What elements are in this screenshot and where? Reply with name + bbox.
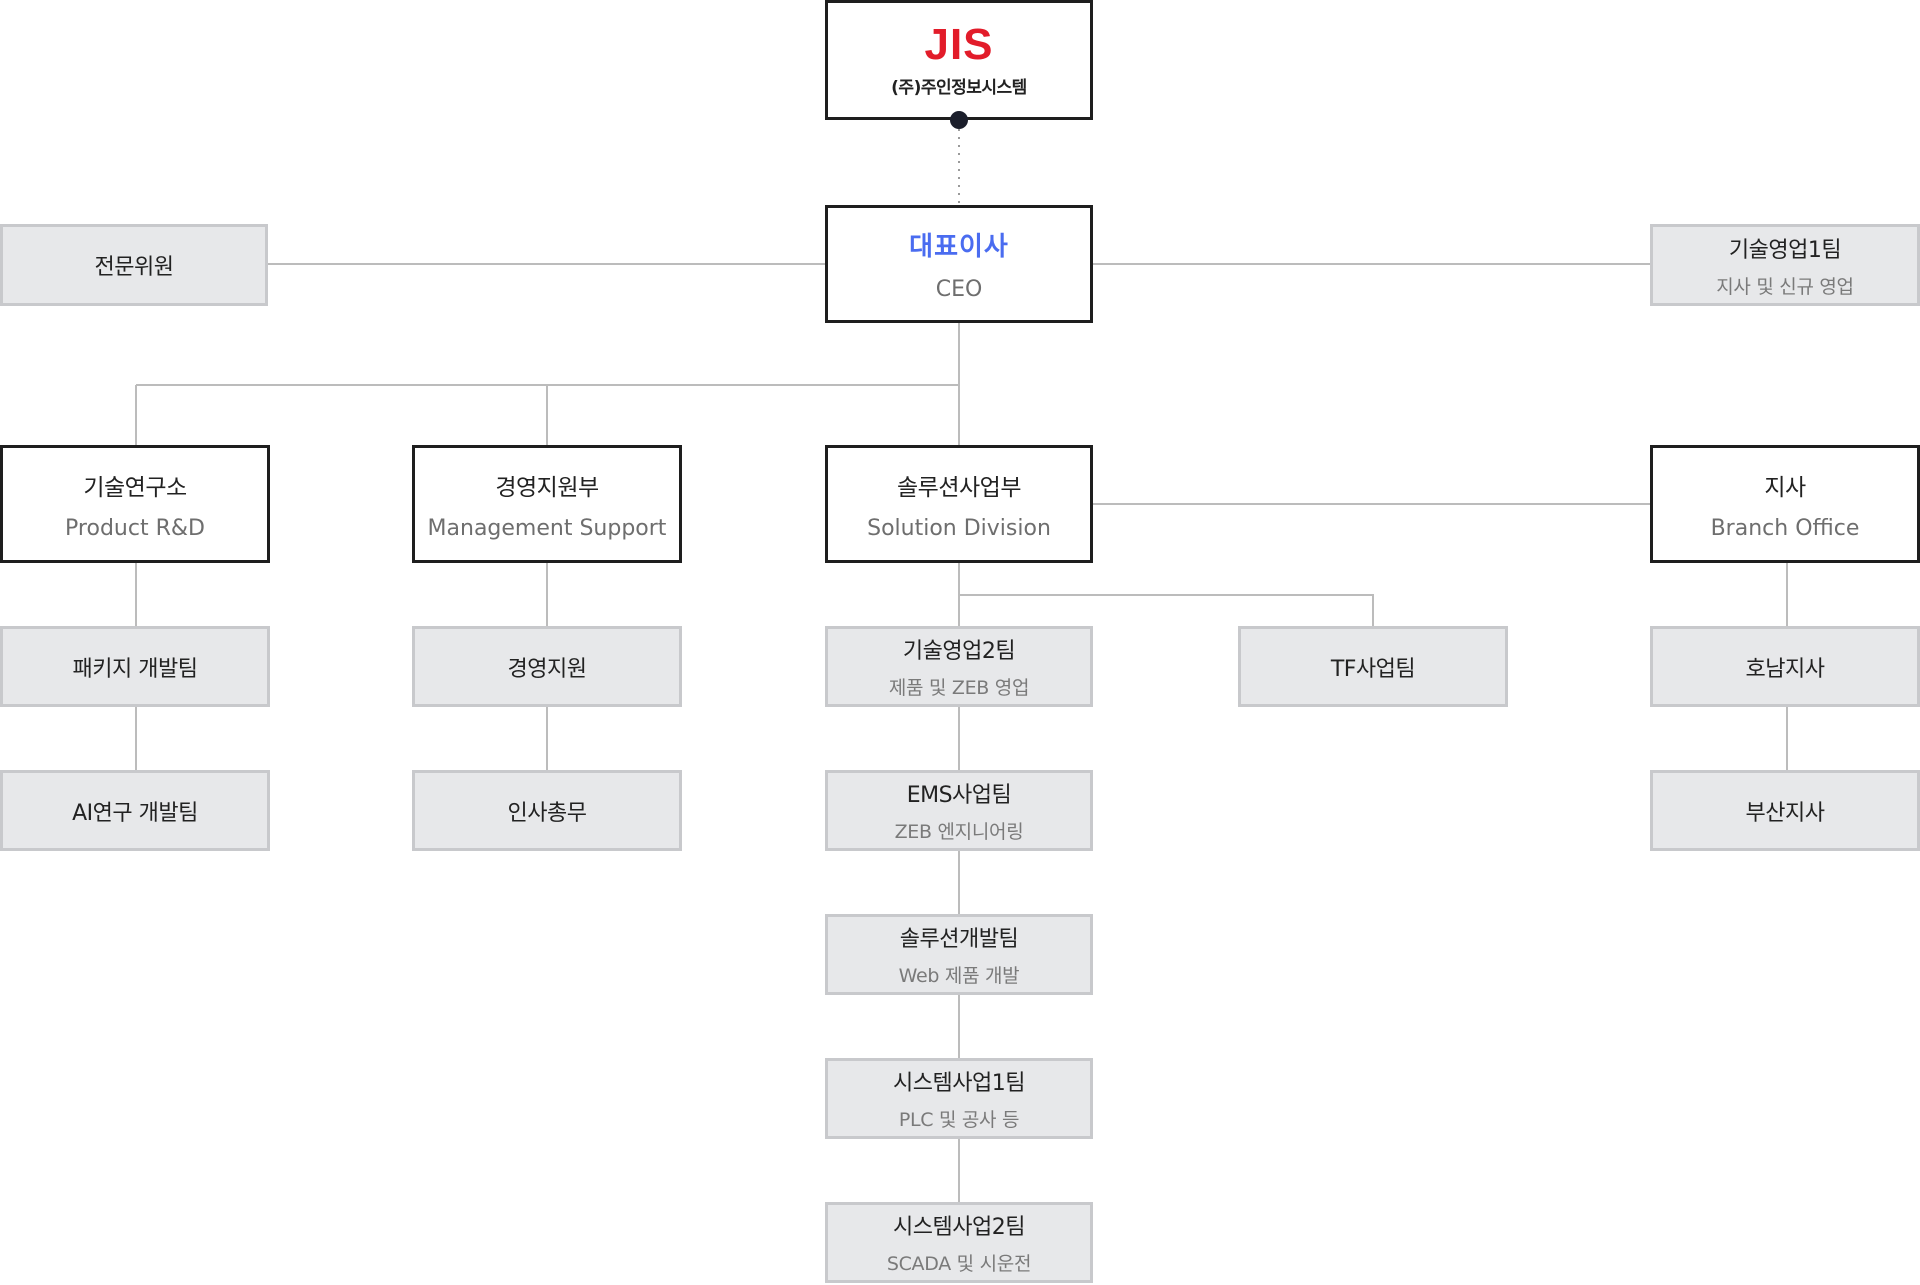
- connector-dot-icon: [950, 111, 968, 129]
- team-subtitle: PLC 및 공사 등: [898, 1109, 1020, 1131]
- team-box: TF사업팀: [1238, 626, 1508, 707]
- ceo-title: 대표이사: [909, 232, 1009, 262]
- ceo-subtitle: CEO: [935, 277, 983, 302]
- sales1-subtitle: 지사 및 신규 영업: [1716, 275, 1854, 298]
- company-name: (주)주인정보시스템: [891, 77, 1027, 98]
- dept-rnd-box: 기술연구소 Product R&D: [0, 445, 270, 563]
- team-box: 솔루션개발팀 Web 제품 개발: [825, 914, 1093, 995]
- team-subtitle: 제품 및 ZEB 영업: [888, 677, 1030, 699]
- team-subtitle: SCADA 및 시운전: [886, 1253, 1032, 1275]
- team-title: TF사업팀: [1330, 656, 1416, 682]
- solution-tf-connector: [959, 594, 1374, 626]
- company-logo: JIS: [924, 19, 994, 69]
- team-box: EMS사업팀 ZEB 엔지니어링: [825, 770, 1093, 851]
- team-box: 시스템사업2팀 SCADA 및 시운전: [825, 1202, 1093, 1283]
- team-title: 인사총무: [507, 800, 587, 826]
- dept-management-title: 경영지원부: [495, 474, 599, 501]
- dept-solution-box: 솔루션사업부 Solution Division: [825, 445, 1093, 563]
- dept-solution-subtitle: Solution Division: [867, 515, 1051, 541]
- team-title: AI연구 개발팀: [72, 800, 198, 826]
- team-box: 부산지사: [1650, 770, 1920, 851]
- advisor-box: 전문위원: [0, 224, 268, 306]
- advisor-title: 전문위원: [94, 255, 174, 280]
- team-title: 시스템사업1팀: [893, 1071, 1025, 1096]
- team-title: 시스템사업2팀: [893, 1215, 1025, 1240]
- team-title: 부산지사: [1745, 800, 1825, 826]
- sales1-box: 기술영업1팀 지사 및 신규 영업: [1650, 224, 1920, 306]
- sales1-title: 기술영업1팀: [1728, 237, 1842, 263]
- team-title: 호남지사: [1745, 656, 1825, 682]
- team-box: AI연구 개발팀: [0, 770, 270, 851]
- team-box: 시스템사업1팀 PLC 및 공사 등: [825, 1058, 1093, 1139]
- dept-rnd-subtitle: Product R&D: [65, 515, 205, 541]
- team-title: 솔루션개발팀: [899, 927, 1019, 952]
- team-subtitle: ZEB 엔지니어링: [894, 821, 1024, 843]
- team-title: 기술영업2팀: [902, 639, 1016, 664]
- team-box: 호남지사: [1650, 626, 1920, 707]
- team-title: 경영지원: [507, 656, 587, 682]
- team-box: 패키지 개발팀: [0, 626, 270, 707]
- company-logo-box: JIS (주)주인정보시스템: [825, 0, 1093, 120]
- team-subtitle: Web 제품 개발: [898, 965, 1020, 987]
- team-title: EMS사업팀: [906, 783, 1012, 808]
- team-box: 경영지원: [412, 626, 682, 707]
- dept-management-subtitle: Management Support: [427, 515, 667, 541]
- dept-solution-title: 솔루션사업부: [897, 474, 1021, 501]
- ceo-box: 대표이사 CEO: [825, 205, 1093, 323]
- dept-rnd-title: 기술연구소: [83, 474, 187, 501]
- team-box: 인사총무: [412, 770, 682, 851]
- dept-branch-title: 지사: [1764, 474, 1806, 501]
- team-box: 기술영업2팀 제품 및 ZEB 영업: [825, 626, 1093, 707]
- dept-management-box: 경영지원부 Management Support: [412, 445, 682, 563]
- dept-branch-subtitle: Branch Office: [1710, 515, 1860, 541]
- team-title: 패키지 개발팀: [72, 656, 198, 682]
- dept-branch-box: 지사 Branch Office: [1650, 445, 1920, 563]
